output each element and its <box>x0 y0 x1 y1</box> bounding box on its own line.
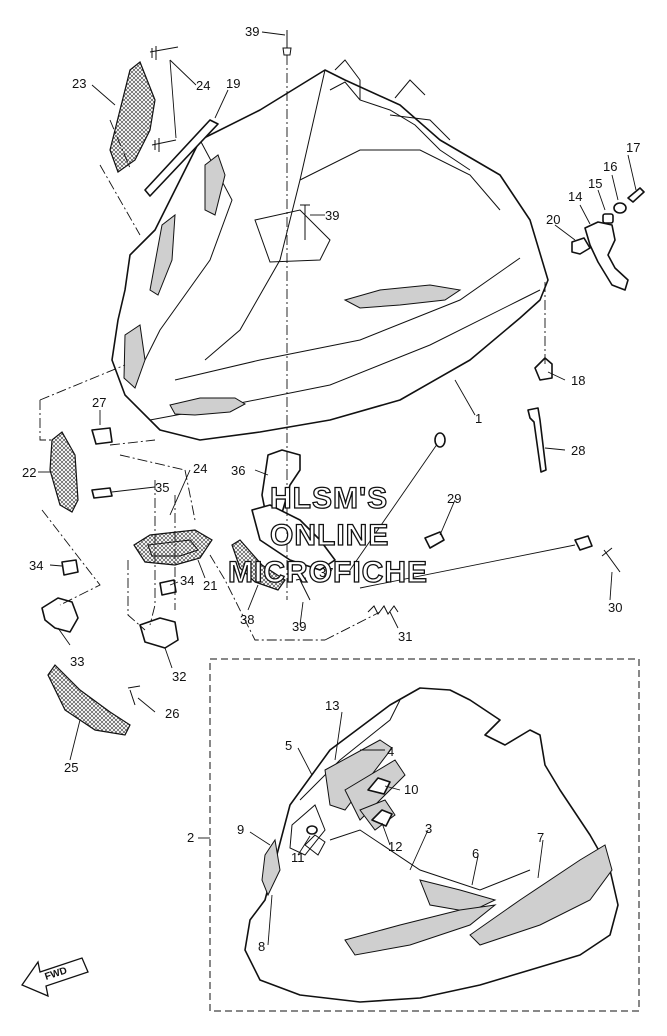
callout-26: 26 <box>165 706 179 721</box>
grommet-30 <box>574 535 593 551</box>
intake-21 <box>133 529 213 566</box>
strip-19 <box>144 119 219 197</box>
decal-12 <box>371 809 393 827</box>
callout-4: 4 <box>387 744 394 759</box>
callout-13: 13 <box>325 698 339 713</box>
callout-9: 9 <box>237 822 244 837</box>
nut-34-left <box>61 559 79 576</box>
duct-38 <box>231 539 286 591</box>
pin-30 <box>601 547 621 573</box>
bolt-35 <box>91 487 113 499</box>
piece-37 <box>251 504 336 571</box>
rivet-11 <box>306 825 318 835</box>
callout-33: 33 <box>70 654 84 669</box>
bracket-32 <box>139 617 179 649</box>
callout-labels: 39 23 24 19 17 16 15 14 20 39 18 1 27 28… <box>22 24 640 954</box>
callout-25: 25 <box>64 760 78 775</box>
callout-7: 7 <box>537 830 544 845</box>
screw-39-top <box>282 30 292 56</box>
callout-39-low: 39 <box>292 619 306 634</box>
clip-18 <box>534 357 553 381</box>
callout-8: 8 <box>258 939 265 954</box>
bracket-33 <box>41 597 79 633</box>
grommet-20 <box>571 237 591 255</box>
callout-27: 27 <box>92 395 106 410</box>
watermark-line-1: HLSM'S <box>270 482 388 515</box>
callout-24-top: 24 <box>196 78 210 93</box>
nut-16 <box>613 202 627 214</box>
callout-20: 20 <box>546 212 560 227</box>
callout-37: 37 <box>319 565 333 580</box>
decal-sheet-part <box>244 687 619 1003</box>
side-mesh-23 <box>109 61 156 173</box>
callout-32: 32 <box>172 669 186 684</box>
callout-5: 5 <box>285 738 292 753</box>
cable-tie-28 <box>527 407 547 473</box>
callout-17: 17 <box>626 140 640 155</box>
callout-31: 31 <box>398 629 412 644</box>
callout-30: 30 <box>608 600 622 615</box>
callout-34-left: 34 <box>29 558 43 573</box>
bracket-14 <box>584 221 629 291</box>
callout-36: 36 <box>231 463 245 478</box>
callout-3: 3 <box>425 821 432 836</box>
clip-27 <box>91 427 113 445</box>
callout-21: 21 <box>203 578 217 593</box>
callout-10: 10 <box>404 782 418 797</box>
callout-1: 1 <box>475 411 482 426</box>
hood-main-part <box>111 59 549 441</box>
callout-34-right: 34 <box>180 573 194 588</box>
callout-24-mid: 24 <box>193 461 207 476</box>
clip-29 <box>424 531 445 549</box>
callout-23: 23 <box>72 76 86 91</box>
callout-39-mid: 39 <box>325 208 339 223</box>
callout-35: 35 <box>155 480 169 495</box>
callout-2: 2 <box>187 830 194 845</box>
callout-19: 19 <box>226 76 240 91</box>
washer-15 <box>602 213 614 224</box>
lower-panel-25 <box>47 664 131 736</box>
callout-16: 16 <box>603 159 617 174</box>
callout-15: 15 <box>588 176 602 191</box>
callout-14: 14 <box>568 189 582 204</box>
watermark-line-2: ONLINE <box>270 519 389 552</box>
callout-29: 29 <box>447 491 461 506</box>
callout-38: 38 <box>240 612 254 627</box>
screw-39-mid <box>300 204 310 240</box>
watermark: HLSM'S ONLINE MICROFICHE <box>227 481 428 589</box>
decal-10 <box>367 777 391 795</box>
bolt-17 <box>627 187 645 203</box>
leader-lines <box>38 31 637 946</box>
rivet-24-top <box>149 46 179 152</box>
callout-11: 11 <box>291 850 305 865</box>
callout-39-top: 39 <box>245 24 259 39</box>
callout-22: 22 <box>22 465 36 480</box>
watermark-line-3: MICROFICHE <box>228 556 428 589</box>
screw-39-low <box>295 577 311 601</box>
assembly-lines <box>39 55 546 641</box>
rivet-26 <box>127 685 141 706</box>
side-vent-22 <box>49 431 79 513</box>
fwd-arrow-icon: FWD <box>21 957 89 998</box>
callout-28: 28 <box>571 443 585 458</box>
spring-31 <box>367 605 399 615</box>
assembly-box <box>209 658 640 1012</box>
callout-18: 18 <box>571 373 585 388</box>
callout-6: 6 <box>472 846 479 861</box>
nut-34-right <box>159 579 177 596</box>
callout-12: 12 <box>388 839 402 854</box>
